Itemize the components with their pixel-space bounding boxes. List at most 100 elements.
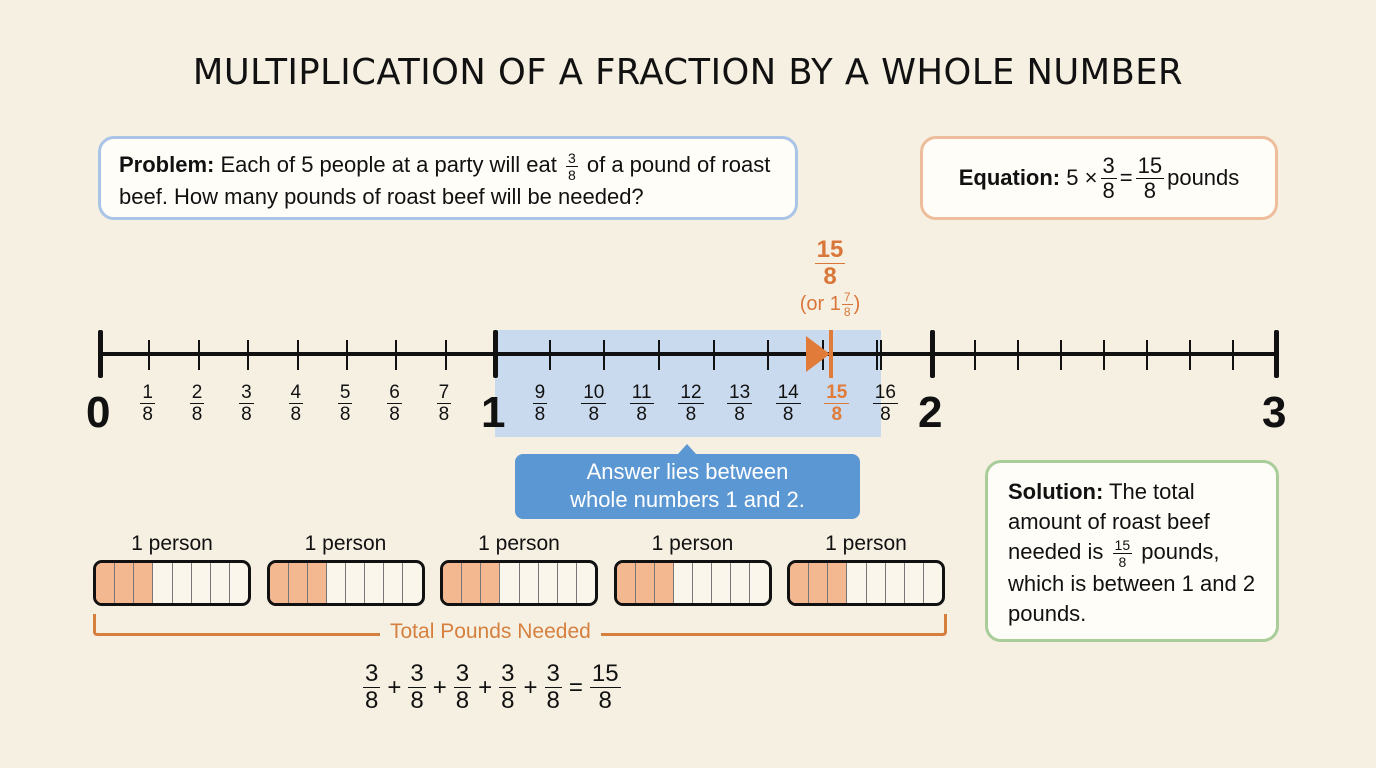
denominator: 8 — [339, 404, 351, 425]
page-title: MULTIPLICATION OF A FRACTION BY A WHOLE … — [192, 52, 1184, 93]
denominator: 8 — [598, 687, 612, 714]
minor-tick — [1189, 340, 1191, 370]
empty-part — [886, 563, 905, 603]
minor-tick — [1146, 340, 1148, 370]
times-symbol: × — [1084, 165, 1098, 190]
problem-fraction: 3 8 — [565, 149, 578, 183]
solution-label: Solution: — [1008, 479, 1104, 504]
shaded-part — [809, 563, 829, 603]
empty-part — [867, 563, 886, 603]
denominator: 8 — [782, 404, 794, 425]
empty-part — [924, 563, 942, 603]
person-label: 1 person — [478, 532, 560, 555]
shaded-part — [462, 563, 482, 603]
denominator: 8 — [546, 687, 560, 714]
shaded-part — [828, 563, 848, 603]
shaded-part — [269, 563, 289, 603]
problem-card: Problem: Each of 5 people at a party wil… — [98, 136, 798, 220]
minor-tick — [657, 340, 660, 370]
numerator: 3 — [453, 660, 472, 688]
minor-tick — [247, 340, 250, 370]
empty-part — [365, 563, 385, 603]
empty-part — [346, 563, 366, 603]
shaded-part — [443, 563, 463, 603]
numerator: 15 — [824, 382, 850, 404]
empty-part — [539, 563, 558, 603]
denominator: 8 — [534, 404, 546, 425]
minor-tick — [148, 340, 151, 370]
shaded-part — [134, 563, 154, 603]
equals-symbol: = — [568, 673, 583, 701]
answer-callout: Answer lies between whole numbers 1 and … — [515, 444, 860, 519]
plus-symbol: + — [387, 673, 402, 701]
empty-part — [693, 563, 713, 603]
plus-symbol: + — [478, 673, 493, 701]
numerator: 5 — [337, 382, 353, 404]
denominator: 8 — [685, 404, 697, 425]
solution-text2: pounds, which is between 1 and 2 pounds. — [1008, 539, 1256, 626]
minor-tick — [603, 340, 606, 370]
numerator: 9 — [532, 382, 548, 404]
numerator: 3 — [499, 660, 517, 688]
empty-part — [384, 563, 404, 603]
equation-unit: pounds — [1167, 165, 1240, 190]
empty-part — [153, 563, 173, 603]
minor-tick — [1232, 340, 1234, 370]
empty-part — [230, 563, 248, 603]
empty-part — [173, 563, 192, 603]
numerator: 2 — [189, 382, 205, 404]
number-line-axis — [100, 352, 1278, 356]
solution-fraction: 15 8 — [1112, 536, 1133, 570]
denominator: 8 — [389, 404, 400, 425]
minor-tick — [395, 340, 398, 370]
shaded-part — [635, 563, 655, 603]
plus-symbol: + — [523, 673, 538, 701]
numerator: 3 — [408, 660, 426, 688]
shaded-part — [115, 563, 135, 603]
minor-tick — [1017, 340, 1019, 370]
minor-tick — [548, 340, 551, 370]
marker-fraction: 15 8 — [814, 236, 846, 290]
shaded-part — [96, 563, 116, 603]
minor-tick — [712, 340, 715, 370]
shaded-part — [481, 563, 501, 603]
numerator: 4 — [288, 382, 304, 404]
empty-part — [847, 563, 867, 603]
problem-text-after: of a pound of roast beef. How many pound… — [119, 152, 771, 209]
equation-result: 15 8 — [1135, 152, 1165, 203]
empty-part — [750, 563, 768, 603]
shaded-part — [654, 563, 674, 603]
problem-label: Problem: — [119, 152, 215, 177]
major-tick — [1274, 330, 1279, 378]
minor-tick — [876, 340, 879, 370]
denominator: 8 — [365, 687, 379, 714]
fraction-bar — [613, 560, 772, 606]
solution-text1: The total amount of roast beef needed is — [1008, 479, 1210, 564]
empty-part — [403, 563, 421, 603]
denominator: 8 — [831, 404, 843, 425]
whole-number-label: 2 — [918, 388, 943, 437]
shaded-part — [307, 563, 327, 603]
numerator: 10 — [581, 382, 607, 404]
fraction-bar — [93, 560, 251, 606]
fraction-bar — [787, 560, 945, 606]
